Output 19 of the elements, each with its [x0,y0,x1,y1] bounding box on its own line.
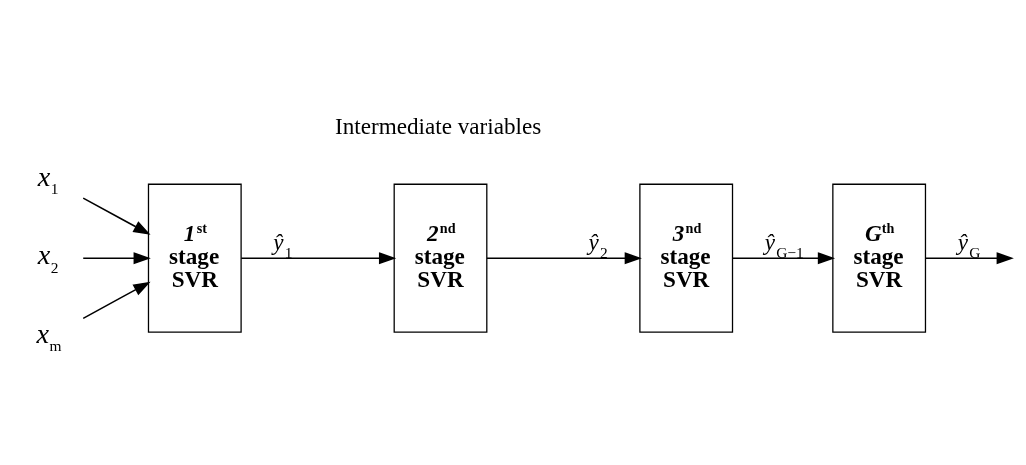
arrow [240,252,397,265]
arrow [82,281,151,320]
node-text: x$_{m}$ [36,317,62,355]
arrow [924,252,1014,265]
edge-label: ŷ$_{2}$ [588,228,608,262]
edge-label: ŷ$_{1}$ [273,228,293,262]
arrow [731,252,836,265]
arrow [486,252,642,265]
node-text: x$_{1}$ [37,160,59,198]
node-box: 3$^{nd}$ stage SVR [639,183,734,333]
arrow [82,197,151,235]
node-box: G$^{th}$ stage SVR [832,183,927,333]
node-text: x$_{2}$ [37,239,59,276]
edge-label: ŷ$_{G−1}$ [764,228,804,262]
node-box: 2$^{nd}$ stage SVR [393,183,488,333]
arrow [82,252,151,265]
label: Intermediate variables [335,112,542,139]
node-box: 1$^{st}$ stage SVR [147,183,242,333]
edge-label: ŷ$_{G}$ [957,228,981,262]
